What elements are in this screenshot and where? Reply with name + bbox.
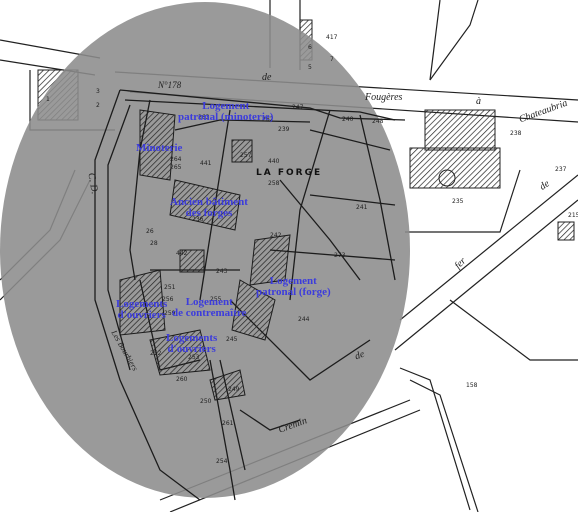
parcel-number: 5: [308, 64, 312, 71]
road-a-label: à: [476, 96, 481, 107]
parcel-number: 417: [326, 34, 338, 41]
parcel-number: 241: [356, 204, 368, 211]
annotation-line: patronal (minoterie): [178, 111, 274, 123]
parcel-number: 240: [342, 116, 354, 123]
parcel-number: 6: [308, 44, 312, 51]
annotation-line: Logement: [185, 296, 233, 308]
parcel-number: 28: [150, 240, 158, 247]
parcel-number: 248: [372, 118, 384, 125]
parcel-number: 261: [222, 420, 234, 427]
annotation-line: Logement: [269, 275, 317, 287]
parcel-number: 158: [466, 382, 478, 389]
parcel-number: 215: [568, 212, 578, 219]
parcel-number: 273: [334, 252, 346, 259]
annotation-line: des forges: [185, 207, 233, 219]
parcel-number: 244: [298, 316, 310, 323]
parcel-number: 260: [176, 376, 188, 383]
annotation-minoterie: Minoterie: [136, 143, 182, 154]
parcel-number: 442: [176, 250, 188, 257]
parcel-number: 26: [146, 228, 154, 235]
parcel-number: 243: [216, 268, 228, 275]
parcel-number: 249: [228, 386, 240, 393]
parcel-number: 238: [510, 130, 522, 137]
parcel-number: 1: [46, 96, 50, 103]
annotation-ancien-batiment: Ancien bâtiment des forges: [170, 197, 248, 219]
annotation-line: de contremaître: [172, 307, 247, 319]
parcel-number: 258: [268, 180, 280, 187]
parcel-number: 237: [555, 166, 567, 173]
parcel-number: 262: [262, 116, 274, 123]
annotation-line: Logement: [202, 100, 250, 112]
parcel-number: 242: [270, 232, 282, 239]
parcel-number: 256: [162, 296, 174, 303]
parcel-number: 239: [278, 126, 290, 133]
place-name: LA FORGE: [256, 168, 323, 178]
parcel-number: 236: [192, 216, 204, 223]
parcel-number: 250: [200, 398, 212, 405]
parcel-number: 251: [164, 284, 176, 291]
road-fougeres-label: Fougères: [365, 92, 403, 103]
parcel-number: 3: [96, 88, 100, 95]
annotation-line: Ancien bâtiment: [170, 196, 248, 208]
parcel-number: 255: [210, 296, 222, 303]
parcel-number: 264: [170, 156, 182, 163]
parcel-number: 259: [164, 310, 176, 317]
parcel-number: 265: [170, 164, 182, 171]
parcel-number: 441: [200, 160, 212, 167]
annotation-logement-patronal-minoterie: Logement patronal (minoterie): [178, 101, 273, 123]
parcel-number: 263: [198, 114, 210, 121]
parcel-number: 440: [268, 158, 280, 165]
buildings-inside: [119, 109, 291, 401]
annotation-logement-patronal-forge: Logement patronal (forge): [256, 276, 331, 298]
parcel-number: 247: [292, 104, 304, 111]
annotation-logements-ouvriers-1: Logements d'ouvriers: [116, 299, 167, 321]
highlight-ellipse: [0, 2, 410, 498]
annotation-line: Minoterie: [136, 142, 183, 154]
parcel-number: 2: [96, 102, 100, 109]
parcel-number: 254: [216, 458, 228, 465]
route-number-label: N°178: [158, 80, 182, 90]
annotation-line: Logements: [166, 332, 218, 344]
annotation-line: d'ouvriers: [117, 309, 166, 321]
annotation-line: Logements: [116, 298, 168, 310]
annotation-logement-contremaitre: Logement de contremaître: [172, 297, 246, 319]
parcel-number: 257: [240, 152, 252, 159]
parcel-number: 235: [452, 198, 464, 205]
annotation-line: d'ouvriers: [167, 343, 216, 355]
parcel-number: 245: [226, 336, 238, 343]
annotation-logements-ouvriers-2: Logements d'ouvriers: [166, 333, 217, 355]
parcel-number: 7: [330, 56, 334, 63]
parcel-number: 252: [150, 350, 162, 357]
road-de-label: de: [262, 72, 272, 83]
parcel-number: 253: [188, 354, 200, 361]
annotation-line: patronal (forge): [256, 286, 331, 298]
